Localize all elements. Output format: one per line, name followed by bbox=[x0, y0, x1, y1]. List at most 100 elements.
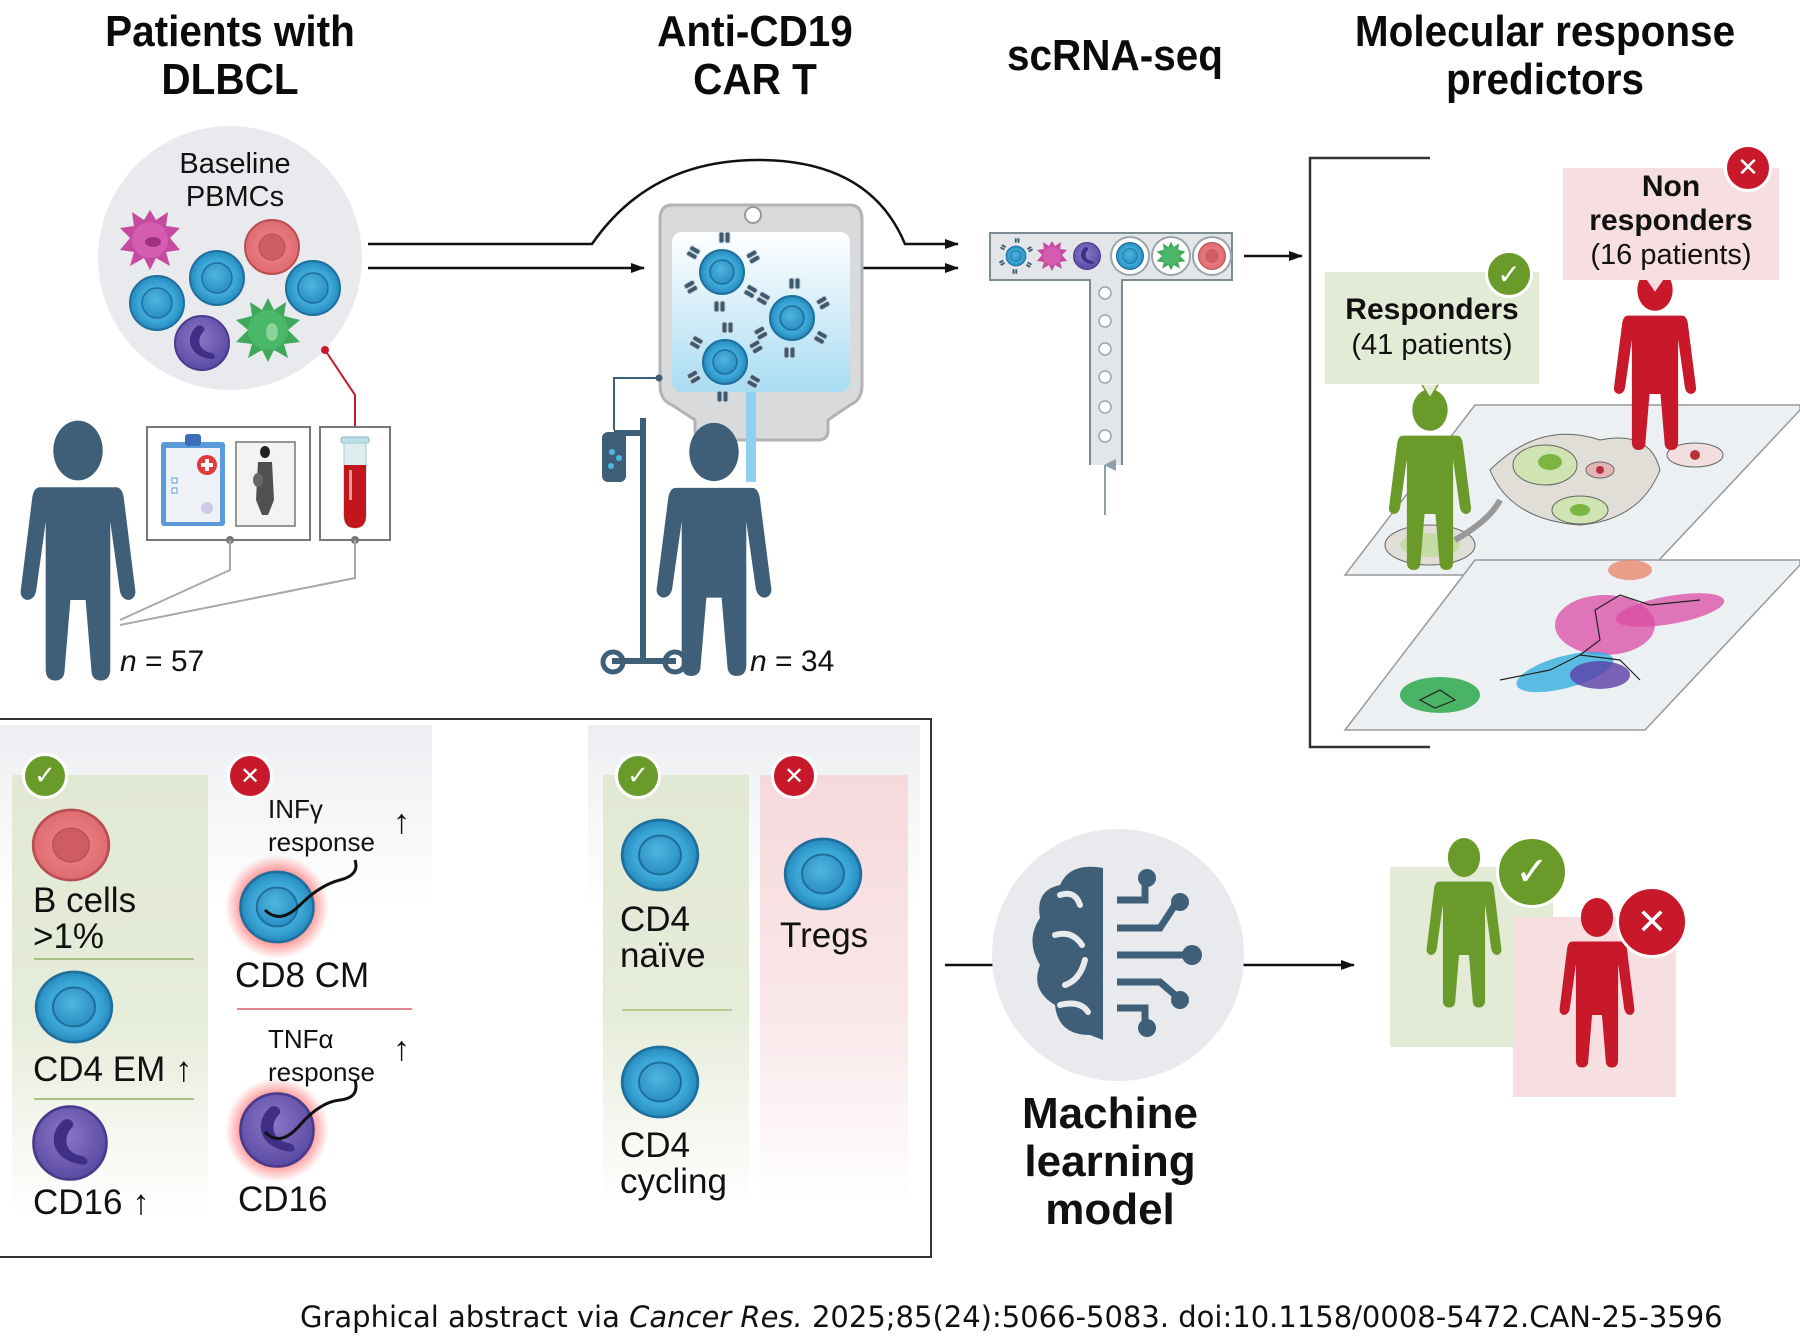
check-icon: ✓ bbox=[1496, 836, 1568, 908]
n-value: = 34 bbox=[775, 645, 835, 678]
header-cart-text: Anti-CD19 CAR T bbox=[657, 7, 853, 104]
note-line2: response bbox=[268, 827, 375, 857]
cd16-label: CD16 ↑ bbox=[33, 1185, 150, 1221]
label-line1: CD4 bbox=[620, 900, 691, 939]
cd4-em-label: CD4 EM ↑ bbox=[33, 1052, 192, 1088]
label-text: CD16 bbox=[33, 1183, 123, 1222]
non-responders-title-line1: Non bbox=[1641, 170, 1701, 203]
header-predictors-text: Molecular response predictors bbox=[1354, 7, 1736, 104]
label-text: CD4 EM bbox=[33, 1050, 166, 1089]
clinical-data-box bbox=[146, 426, 311, 544]
header-scrna-text: scRNA-seq bbox=[1007, 31, 1223, 80]
pet-scan-image bbox=[235, 441, 296, 527]
baseline-pbmc-circle bbox=[98, 126, 362, 502]
check-icon: ✓ bbox=[22, 753, 68, 799]
cd4-cycling-label: CD4 cycling bbox=[620, 1128, 727, 1200]
footer-prefix: Graphical abstract via bbox=[300, 1300, 630, 1334]
ml-line2: learning bbox=[1024, 1137, 1196, 1186]
x-icon: ✕ bbox=[771, 753, 817, 799]
blood-tube-icon bbox=[340, 436, 370, 529]
t-cell-icon bbox=[189, 250, 245, 306]
b-cell-icon bbox=[244, 219, 300, 275]
footer-citation: 2025;85(24):5066-5083. doi:10.1158/0008-… bbox=[802, 1300, 1723, 1334]
ml-line3: model bbox=[1045, 1185, 1175, 1234]
cd4-naive-label: CD4 naïve bbox=[620, 902, 706, 974]
cohort-cart-count: n = 34 bbox=[750, 645, 834, 679]
baseline-pbmcs-label: Baseline PBMCs bbox=[170, 148, 300, 214]
check-icon: ✓ bbox=[1485, 250, 1533, 298]
baseline-label-line2: PBMCs bbox=[185, 181, 285, 213]
b-cell-icon bbox=[31, 808, 111, 882]
tregs-label: Tregs bbox=[780, 916, 869, 955]
header-patients-text: Patients with DLBCL bbox=[105, 7, 355, 104]
blood-sample-box bbox=[319, 426, 391, 544]
cohort-baseline-count: n = 57 bbox=[120, 645, 204, 679]
ml-line1: Machine bbox=[1021, 1089, 1199, 1138]
non-responders-count: (16 patients) bbox=[1590, 239, 1752, 271]
scrna-seq-microfluidic-channel bbox=[989, 232, 1233, 515]
myeloid-cell-icon bbox=[236, 298, 300, 362]
header-scrna: scRNA-seq bbox=[972, 32, 1257, 80]
divider bbox=[622, 1009, 732, 1011]
divider bbox=[34, 1098, 194, 1100]
dendritic-cell-icon bbox=[1037, 241, 1067, 271]
t-cell-icon bbox=[285, 260, 341, 316]
non-responders-callout: Non responders (16 patients) bbox=[1563, 168, 1779, 280]
patient-figure-baseline bbox=[20, 420, 136, 681]
iv-pole-icon bbox=[600, 374, 688, 675]
t-cell-icon bbox=[620, 1045, 700, 1119]
responders-title: Responders bbox=[1345, 293, 1519, 326]
t-cell-icon bbox=[239, 870, 315, 944]
predictor-panel-frame bbox=[0, 718, 932, 1258]
t-cell-icon bbox=[783, 837, 863, 911]
monocyte-icon bbox=[32, 1105, 108, 1181]
label-line2: naïve bbox=[620, 936, 706, 975]
dendritic-cell-icon bbox=[120, 210, 180, 270]
label-line1: CD4 bbox=[620, 1126, 691, 1165]
n-symbol: n bbox=[750, 645, 767, 678]
t-cell-icon bbox=[129, 275, 185, 331]
note-line1: INFγ bbox=[268, 794, 323, 824]
cd8-cm-label: CD8 CM bbox=[235, 956, 370, 995]
cart-infusion-bag bbox=[658, 203, 864, 482]
check-icon: ✓ bbox=[615, 753, 661, 799]
arrow-to-scrna bbox=[368, 158, 959, 249]
up-arrow-icon: ↑ bbox=[393, 803, 410, 841]
t-cell-icon bbox=[34, 970, 114, 1044]
baseline-label-line1: Baseline bbox=[179, 148, 291, 180]
t-cell-icon bbox=[620, 818, 700, 892]
cd16-nonresponder-label: CD16 bbox=[238, 1180, 328, 1219]
n-value: = 57 bbox=[145, 645, 205, 678]
divider bbox=[237, 1008, 412, 1010]
ml-model-label: Machine learning model bbox=[990, 1090, 1230, 1234]
monocyte-icon bbox=[239, 1092, 315, 1168]
up-arrow-icon: ↑ bbox=[132, 1183, 150, 1222]
header-cart: Anti-CD19 CAR T bbox=[603, 8, 907, 104]
monocyte-icon bbox=[174, 315, 230, 371]
footer-journal: Cancer Res. bbox=[629, 1300, 803, 1334]
n-symbol: n bbox=[120, 645, 137, 678]
responders-count: (41 patients) bbox=[1351, 329, 1513, 361]
header-patients: Patients with DLBCL bbox=[55, 8, 405, 104]
note-line2: response bbox=[268, 1057, 375, 1087]
infg-response-label: INFγ response bbox=[268, 793, 375, 859]
clipboard-icon bbox=[161, 434, 225, 526]
outcome-responder bbox=[1390, 838, 1676, 1097]
x-icon: ✕ bbox=[1616, 886, 1688, 958]
header-predictors: Molecular response predictors bbox=[1320, 8, 1771, 104]
non-responders-title-line2: responders bbox=[1589, 204, 1753, 237]
up-arrow-icon: ↑ bbox=[174, 1050, 193, 1089]
label-line2: >1% bbox=[33, 917, 105, 956]
divider bbox=[34, 958, 194, 960]
note-line1: TNFα bbox=[268, 1024, 334, 1054]
ml-brain-circuit-icon bbox=[992, 829, 1244, 1081]
label-line1: B cells bbox=[33, 881, 137, 920]
x-icon: ✕ bbox=[1724, 144, 1772, 192]
left-panel-cells bbox=[31, 808, 358, 1182]
b-cells-label: B cells >1% bbox=[33, 883, 136, 955]
citation-footer: Graphical abstract via Cancer Res. 2025;… bbox=[300, 1300, 1723, 1334]
x-icon: ✕ bbox=[227, 753, 273, 799]
umap-scatter-plane bbox=[1343, 559, 1800, 731]
up-arrow-icon: ↑ bbox=[393, 1030, 410, 1068]
